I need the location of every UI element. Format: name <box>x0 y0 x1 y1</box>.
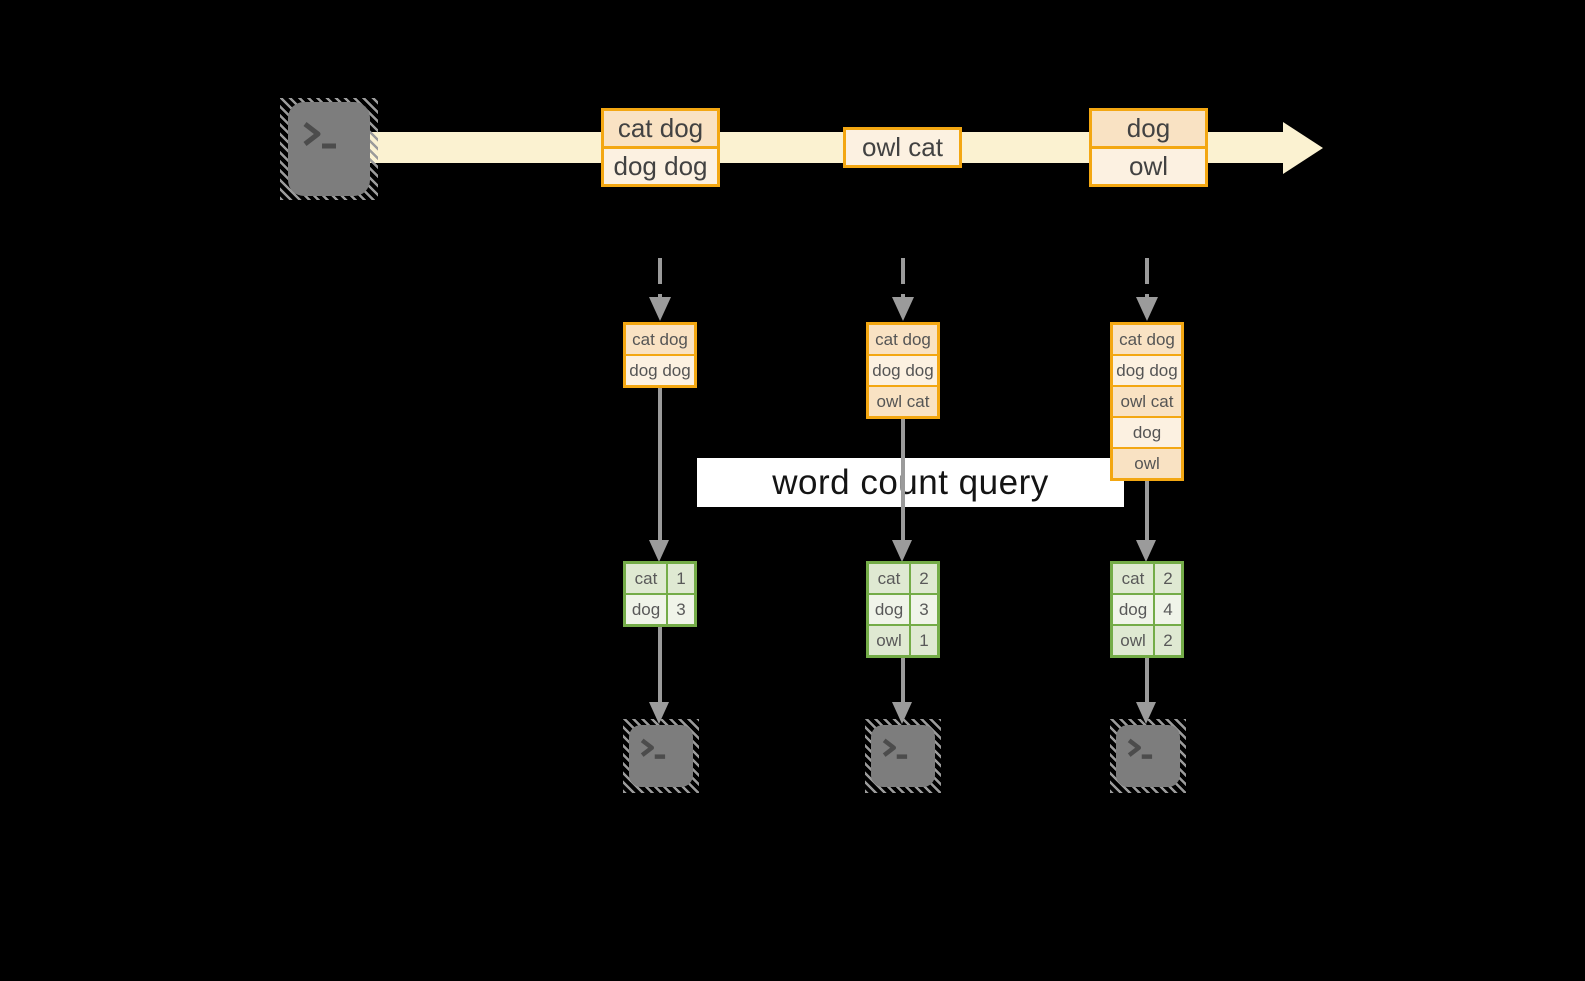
terminal-body <box>1116 725 1180 787</box>
connector-arrowhead-icon-1 <box>649 540 669 562</box>
state-record: dog dog <box>869 354 937 385</box>
dashed-arrowhead-icon-3 <box>1136 297 1158 321</box>
dashed-arrow-line-1 <box>658 258 662 298</box>
count-row: cat 2 <box>1113 564 1181 593</box>
stream-record: owl cat <box>846 130 959 165</box>
terminal-prompt-icon <box>1127 738 1152 759</box>
state-record: dog <box>1113 416 1181 447</box>
count-row: owl 1 <box>869 624 937 655</box>
connector-arrowhead-icon-3 <box>1136 540 1156 562</box>
sink-terminal-icon-2 <box>865 719 941 793</box>
connector-line-2 <box>901 418 905 541</box>
dashed-arrowhead-icon-1 <box>649 297 671 321</box>
terminal-body <box>871 725 935 787</box>
source-terminal-icon <box>280 98 378 200</box>
count-value: 2 <box>1153 564 1181 593</box>
connector-line-1 <box>658 387 662 541</box>
sink-arrowhead-icon-3 <box>1136 702 1156 724</box>
dashed-arrow-line-2 <box>901 258 905 298</box>
count-value: 1 <box>909 626 937 655</box>
sink-connector-line-2 <box>901 656 905 704</box>
count-row: owl 2 <box>1113 624 1181 655</box>
count-word: dog <box>874 599 904 619</box>
count-word: cat <box>1121 568 1145 588</box>
stream-record: dog dog <box>604 146 717 184</box>
count-word: dog <box>1118 599 1148 619</box>
sink-terminal-icon-3 <box>1110 719 1186 793</box>
count-row: cat 2 <box>869 564 937 593</box>
sink-connector-line-3 <box>1145 655 1149 704</box>
terminal-body <box>629 725 693 787</box>
dashed-arrow-line-3 <box>1145 258 1149 298</box>
connector-line-3 <box>1145 480 1149 541</box>
stream-arrowhead-icon <box>1283 122 1323 174</box>
count-word: cat <box>877 568 901 588</box>
count-row: cat 1 <box>626 564 694 593</box>
stream-batch-2: owl cat <box>843 127 962 168</box>
sink-arrowhead-icon-1 <box>649 702 669 724</box>
stream-record: owl <box>1092 146 1205 184</box>
count-word: owl <box>876 630 902 650</box>
state-record: cat dog <box>1113 325 1181 354</box>
count-value: 3 <box>909 595 937 624</box>
sink-connector-line-1 <box>658 626 662 704</box>
sink-arrowhead-icon-2 <box>892 702 912 724</box>
connector-arrowhead-icon-2 <box>892 540 912 562</box>
query-label: word count query <box>697 458 1124 507</box>
state-record: dog dog <box>626 354 694 385</box>
count-word: owl <box>1120 630 1146 650</box>
count-value: 2 <box>909 564 937 593</box>
terminal-prompt-icon <box>882 738 907 759</box>
state-record: owl cat <box>1113 385 1181 416</box>
state-record: dog dog <box>1113 354 1181 385</box>
terminal-body <box>288 102 370 196</box>
state-record: owl cat <box>869 385 937 416</box>
count-value: 4 <box>1153 595 1181 624</box>
stream-record: dog <box>1092 111 1205 146</box>
count-value: 2 <box>1153 626 1181 655</box>
state-record: owl <box>1113 447 1181 478</box>
terminal-prompt-icon <box>303 122 336 149</box>
count-value: 3 <box>666 595 694 624</box>
stream-record: cat dog <box>604 111 717 146</box>
dashed-arrowhead-icon-2 <box>892 297 914 321</box>
sink-terminal-icon-1 <box>623 719 699 793</box>
count-word: dog <box>631 599 661 619</box>
count-word: cat <box>634 568 658 588</box>
count-value: 1 <box>666 564 694 593</box>
terminal-prompt-icon <box>640 738 665 759</box>
state-record: cat dog <box>626 325 694 354</box>
state-record: cat dog <box>869 325 937 354</box>
